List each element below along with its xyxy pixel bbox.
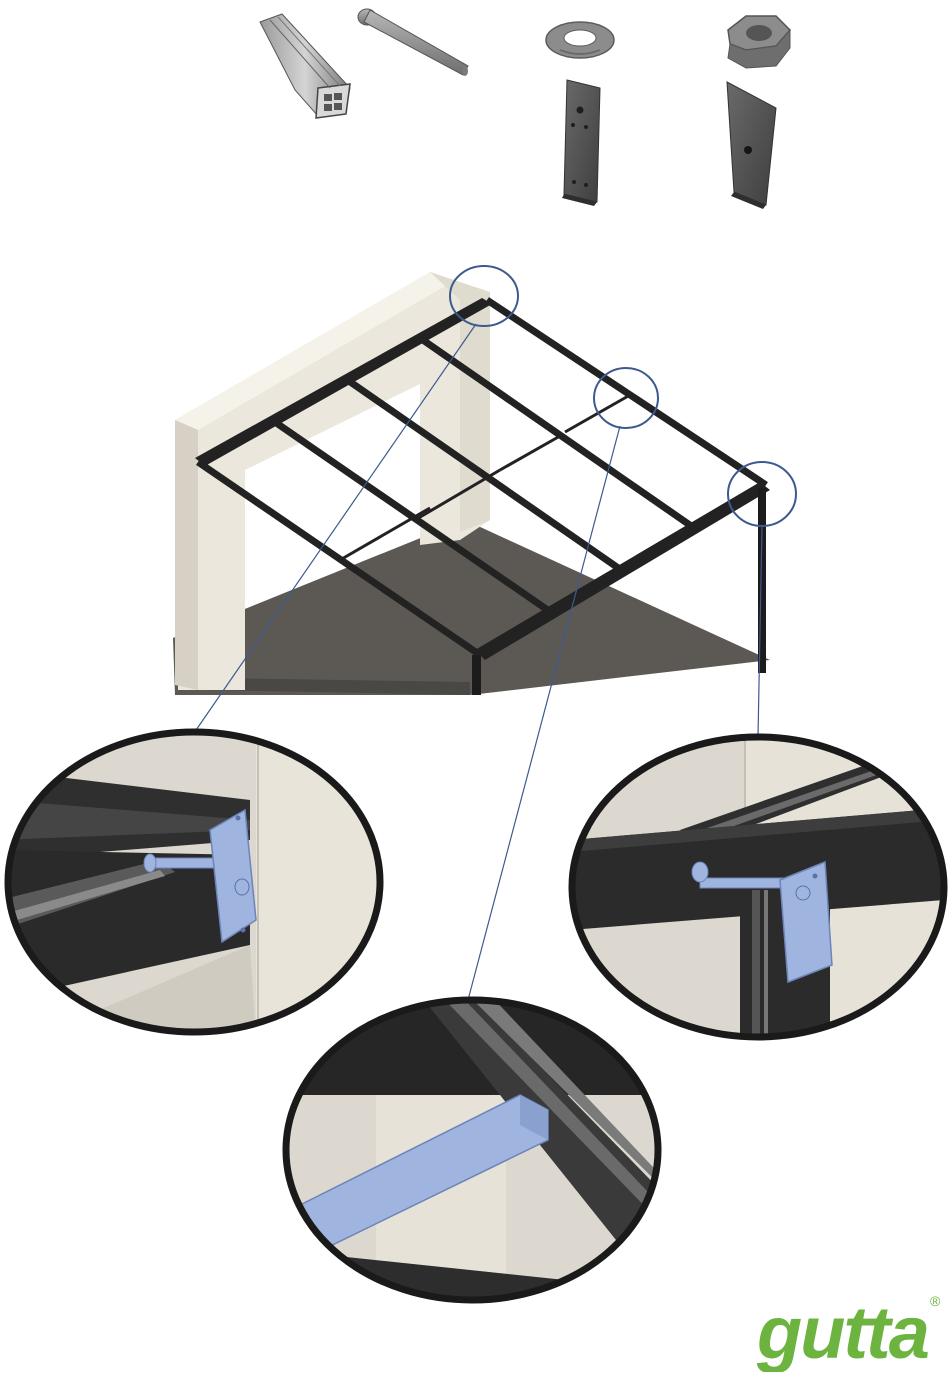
aluminium-profile	[260, 14, 350, 118]
bolt	[358, 9, 468, 76]
brand-logo: gutta ®	[756, 1291, 941, 1372]
wall-connection-detail	[0, 720, 400, 1050]
bracket-plate-highlight	[780, 862, 832, 982]
floor	[173, 520, 770, 695]
flat-bracket-plate	[562, 80, 600, 206]
brand-logo-text: gutta	[756, 1291, 928, 1372]
registered-mark: ®	[930, 1293, 941, 1309]
spring-washer	[546, 22, 614, 58]
angled-bracket-plate	[727, 82, 776, 209]
front-post-connection-detail	[560, 730, 950, 1050]
hex-nut	[728, 16, 790, 68]
middle-cross-brace-detail	[280, 995, 670, 1320]
assembly-overview	[173, 266, 796, 697]
